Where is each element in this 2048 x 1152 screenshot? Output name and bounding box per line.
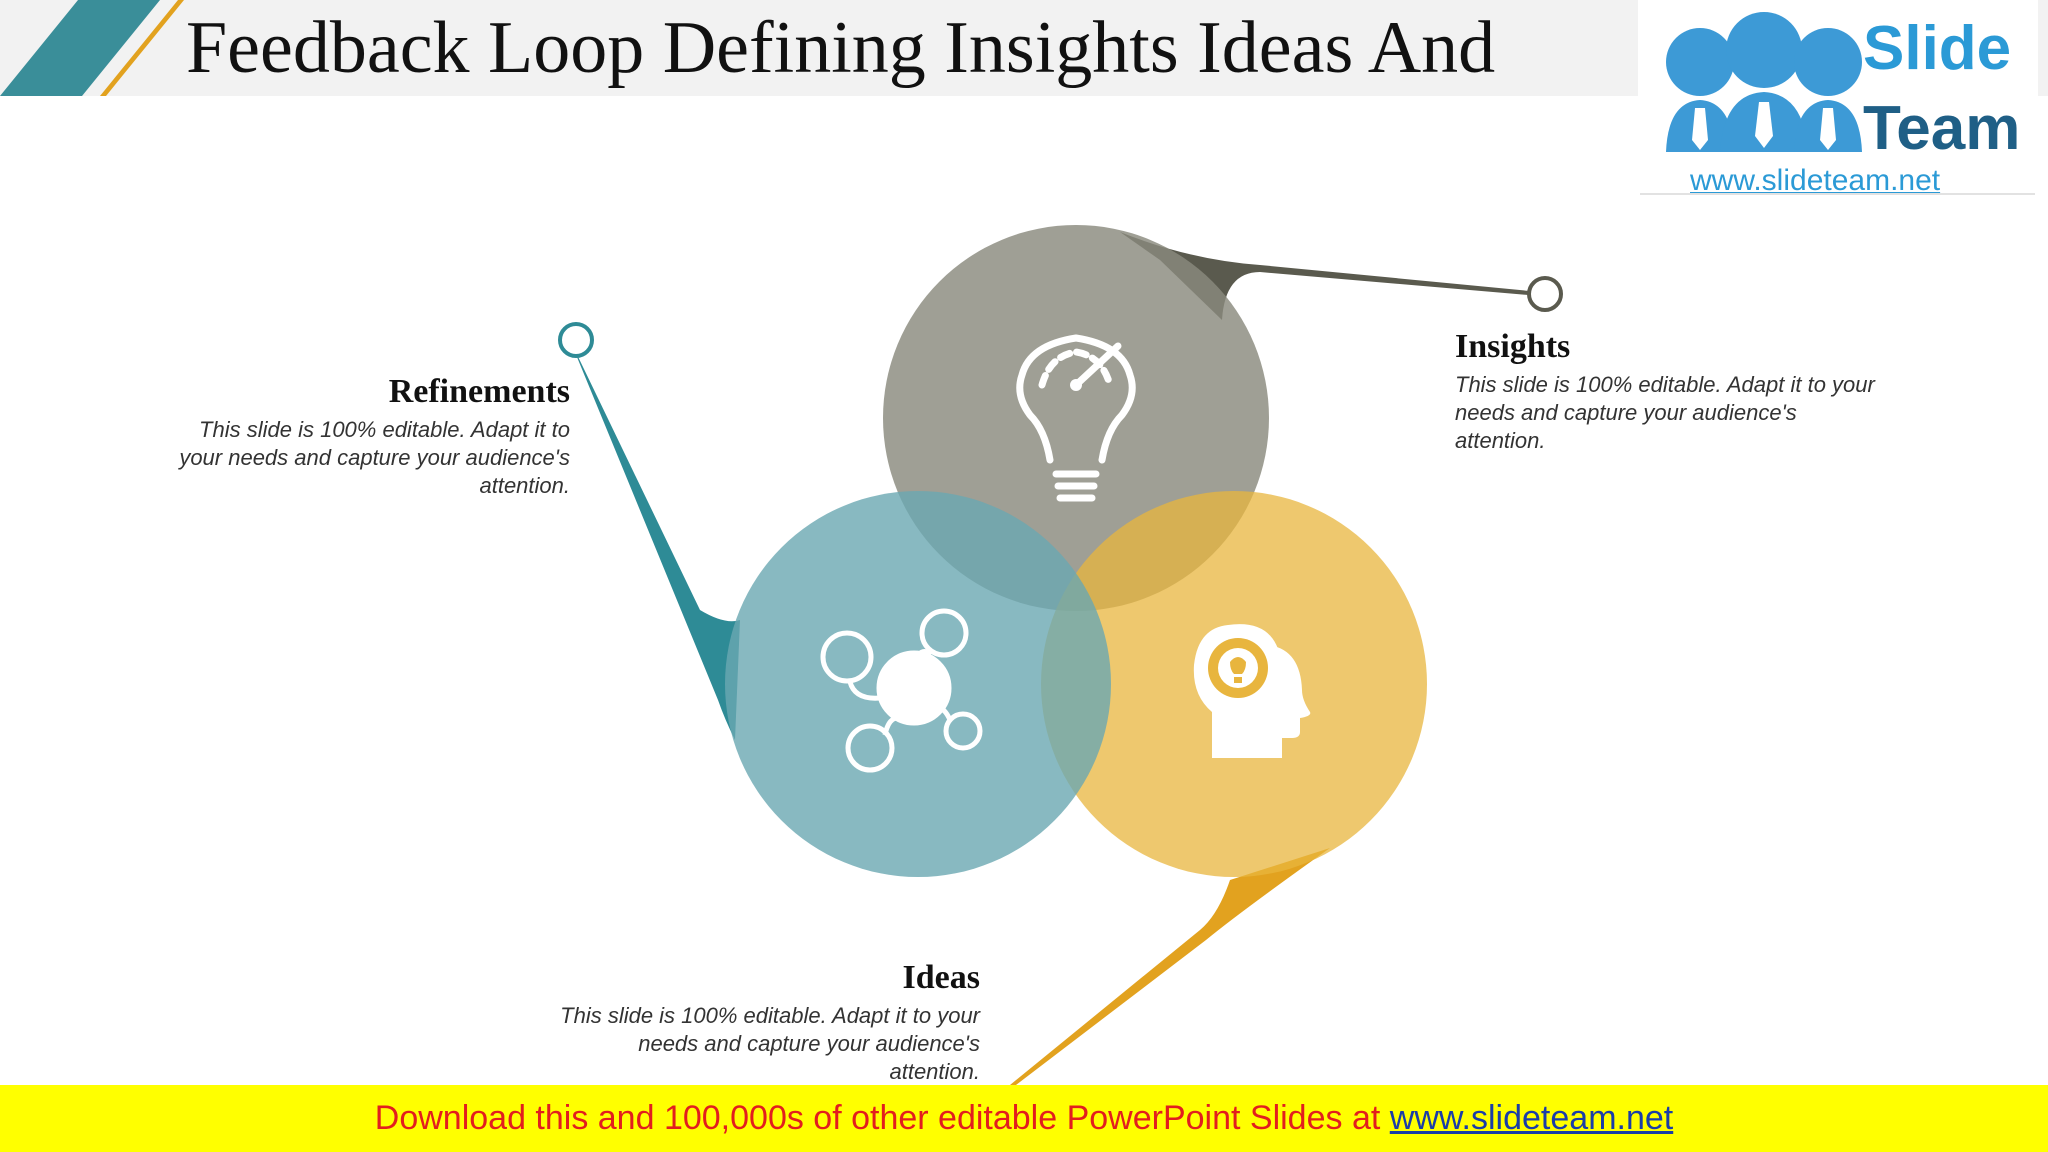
logo-url-link[interactable]: www.slideteam.net [1690,164,1941,197]
ideas-connector [1010,848,1330,1085]
insights-circle [883,225,1269,611]
refinements-connector-dot [558,322,594,358]
refinements-connector [570,340,740,740]
ideas-block: Ideas This slide is 100% editable. Adapt… [550,958,980,1086]
ideas-body: This slide is 100% editable. Adapt it to… [560,1003,980,1084]
slideteam-logo[interactable]: Slide Team www.slideteam.net [1638,0,2038,197]
logo-word-team: Team [1863,94,2021,163]
insights-block: Insights This slide is 100% editable. Ad… [1455,327,1885,455]
refinements-circle [725,491,1111,877]
head-gear-bulb-icon [1193,624,1311,758]
insights-connector-dot [1527,276,1563,312]
logo-word-slide: Slide [1863,14,2012,83]
download-banner-link[interactable]: www.slideteam.net [1389,1099,1674,1137]
header-stripes [0,0,184,96]
download-banner-text: Download this and 100,000s of other edit… [374,1099,1390,1137]
ideas-circle [1041,491,1427,877]
logo-divider [1640,193,2035,195]
slide-title: Feedback Loop Defining Insights Ideas An… [186,7,1496,89]
insights-body: This slide is 100% editable. Adapt it to… [1455,372,1875,453]
insights-heading: Insights [1455,328,1571,365]
people-logo-icon [1666,12,1862,152]
refinements-body: This slide is 100% editable. Adapt it to… [179,417,570,498]
refinements-heading: Refinements [388,373,570,410]
download-banner: Download this and 100,000s of other edit… [0,1085,2048,1152]
lightbulb-gauge-icon [1016,334,1136,502]
insights-connector [1120,232,1540,320]
refinements-block: Refinements This slide is 100% editable.… [160,372,570,500]
ideas-heading: Ideas [902,959,980,996]
network-icon [820,608,983,773]
